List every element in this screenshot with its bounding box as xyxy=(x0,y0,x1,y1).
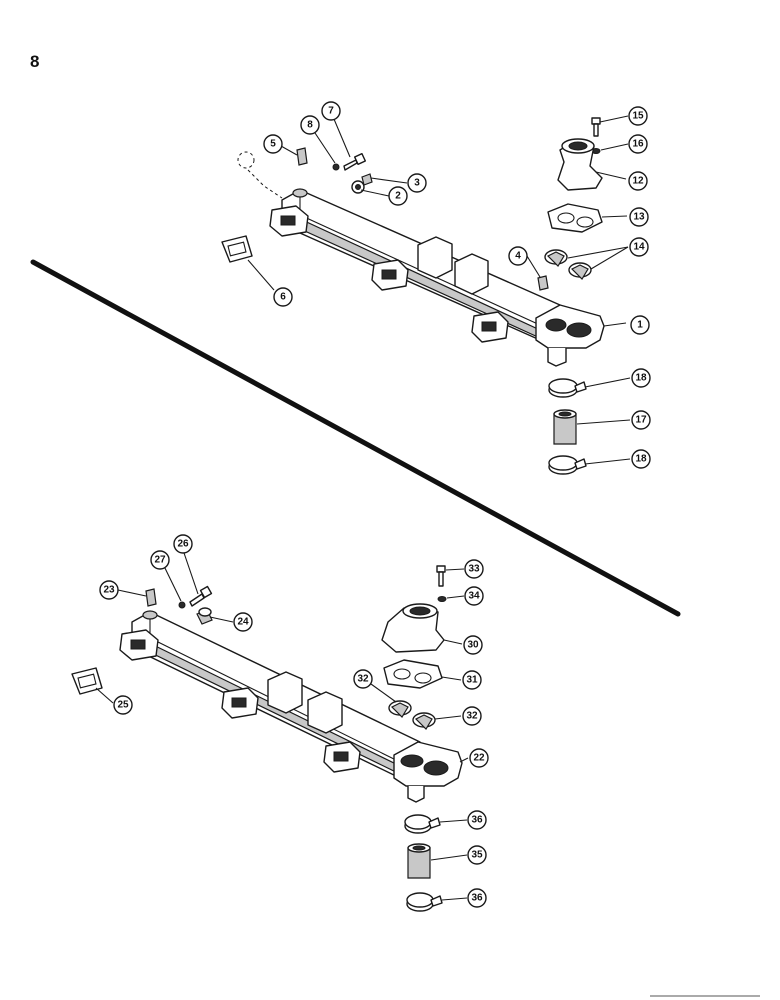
callout-15: 15 xyxy=(628,106,648,126)
callout-12: 12 xyxy=(628,171,648,191)
callout-23: 23 xyxy=(99,580,119,600)
callout-5-label: 5 xyxy=(270,139,276,150)
callout-33-label: 33 xyxy=(468,564,480,575)
callout-8-label: 8 xyxy=(307,120,313,131)
callout-24: 24 xyxy=(233,612,253,632)
upper-small-parts xyxy=(221,117,603,475)
callout-2-label: 2 xyxy=(395,191,401,202)
callout-12-label: 12 xyxy=(632,176,644,187)
callout-1: 1 xyxy=(630,315,650,335)
lower-leader-lines xyxy=(95,549,469,901)
callout-27-label: 27 xyxy=(154,555,166,566)
callout-36-upper: 36 xyxy=(467,810,487,830)
callout-30-label: 30 xyxy=(467,640,479,651)
callout-22-label: 22 xyxy=(473,753,485,764)
callout-30: 30 xyxy=(463,635,483,655)
callout-18-lower-label: 18 xyxy=(635,454,647,465)
callout-22: 22 xyxy=(469,748,489,768)
callout-8: 8 xyxy=(300,115,320,135)
callout-24-label: 24 xyxy=(237,617,249,628)
callout-14: 14 xyxy=(629,237,649,257)
callout-16: 16 xyxy=(628,134,648,154)
callout-36-lower-label: 36 xyxy=(471,893,483,904)
callout-31: 31 xyxy=(462,670,482,690)
callout-36-upper-label: 36 xyxy=(471,815,483,826)
callout-25-label: 25 xyxy=(117,700,129,711)
callout-18-lower: 18 xyxy=(631,449,651,469)
callout-25: 25 xyxy=(113,695,133,715)
callout-17: 17 xyxy=(631,410,651,430)
lower-water-manifold xyxy=(119,610,463,803)
callout-6: 6 xyxy=(273,287,293,307)
callout-26: 26 xyxy=(173,534,193,554)
callout-1-label: 1 xyxy=(637,320,643,331)
callout-32-left: 32 xyxy=(353,669,373,689)
callout-13-label: 13 xyxy=(633,212,645,223)
callout-32-left-label: 32 xyxy=(357,674,369,685)
callout-23-label: 23 xyxy=(103,585,115,596)
callout-17-label: 17 xyxy=(635,415,647,426)
section-divider-line xyxy=(30,259,681,617)
phantom-plug-outline xyxy=(237,151,255,169)
lower-small-parts xyxy=(71,565,447,912)
callout-14-label: 14 xyxy=(633,242,645,253)
callout-35: 35 xyxy=(467,845,487,865)
callout-32-right-label: 32 xyxy=(466,711,478,722)
callout-32-right: 32 xyxy=(462,706,482,726)
callout-3-label: 3 xyxy=(414,178,420,189)
callout-7-label: 7 xyxy=(328,106,334,117)
callout-4: 4 xyxy=(508,246,528,266)
callout-18-upper-label: 18 xyxy=(635,373,647,384)
callout-34-label: 34 xyxy=(468,591,480,602)
callout-15-label: 15 xyxy=(632,111,644,122)
callout-34: 34 xyxy=(464,586,484,606)
callout-33: 33 xyxy=(464,559,484,579)
callout-16-label: 16 xyxy=(632,139,644,150)
upper-leader-lines xyxy=(247,111,631,465)
callout-36-lower: 36 xyxy=(467,888,487,908)
page-number: 8 xyxy=(30,52,40,71)
callout-35-label: 35 xyxy=(471,850,483,861)
callout-3: 3 xyxy=(407,173,427,193)
callout-4-label: 4 xyxy=(515,251,521,262)
dashed-phantom-line xyxy=(247,169,283,199)
callout-27: 27 xyxy=(150,550,170,570)
callout-31-label: 31 xyxy=(466,675,478,686)
callout-2: 2 xyxy=(388,186,408,206)
callout-26-label: 26 xyxy=(177,539,189,550)
callout-13: 13 xyxy=(629,207,649,227)
callout-7: 7 xyxy=(321,101,341,121)
callout-5: 5 xyxy=(263,134,283,154)
callout-18-upper: 18 xyxy=(631,368,651,388)
callout-6-label: 6 xyxy=(280,292,286,303)
upper-water-manifold xyxy=(269,188,605,367)
